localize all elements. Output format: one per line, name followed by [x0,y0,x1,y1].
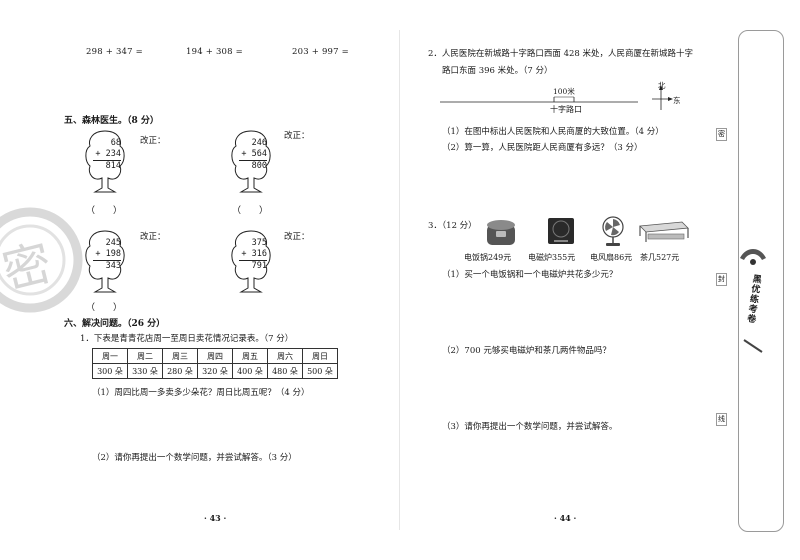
induction-cooker-icon [548,218,574,244]
answer-paren-1: （ ） [86,206,123,216]
q1-sub1: （1）周四比周一多卖多少朵花？周日比周五呢？（4 分） [92,388,310,398]
correct-label-4: 改正： [284,232,310,242]
tree-problem-3: 245 + 198 343 [82,228,128,298]
expr-2: 194 + 308 = [186,47,243,57]
answer-paren-2: （ ） [232,206,269,216]
tree-icon [85,130,125,193]
scale-label: 100米 [553,87,575,96]
binding-spine: 密 封 线 黑优练考卷 [716,30,788,532]
electric-fan-icon [602,216,624,246]
correct-label-1: 改正： [140,136,166,146]
rice-cooker-icon [487,220,515,245]
sum: 791 [251,261,267,271]
tree-problem-4: 375 + 316 791 [228,228,274,298]
flower-sales-table: 周一 周二 周三 周四 周五 周六 周日 300 朵 330 朵 280 朵 3… [92,348,338,379]
table-header-cell: 周四 [197,348,233,364]
price-electric-fan: 电风扇86元 [590,253,633,262]
table-row: 周一 周二 周三 周四 周五 周六 周日 [92,348,338,364]
table-row: 300 朵 330 朵 280 朵 320 朵 400 朵 480 朵 500 … [92,363,338,379]
table-cell: 330 朵 [127,363,163,379]
table-cell: 300 朵 [92,363,128,379]
crossroad-label: 十字路口 [550,105,582,114]
addend-2: + 198 [95,249,121,259]
table-header-cell: 周五 [232,348,268,364]
q1-intro: 1．下表是青青花店周一至周日卖花情况记录表。（7 分） [80,334,294,344]
correct-label-2: 改正： [284,131,310,141]
table-header-cell: 周三 [162,348,198,364]
seal-icon [0,207,83,313]
addend-1: 246 [251,138,267,148]
table-cell: 280 朵 [162,363,198,379]
price-induction-cooker: 电磁炉355元 [528,253,576,262]
tree-icon [85,230,125,293]
q3-heading: 3．（12 分） [428,221,477,231]
expr-3: 203 + 997 = [292,47,349,57]
addend-1: 68 [110,138,121,148]
right-page: 2．人民医院在新城路十字路口西面 428 米处，人民商厦在新城路十字 路口东面 … [400,0,730,560]
q3-sub3: （3）请你再提出一个数学问题，并尝试解答。 [442,422,618,432]
tree-icon [231,230,271,293]
q2-text-line2: 路口东面 396 米处。（7 分） [442,66,553,76]
tree-icon [231,130,271,193]
section6-heading: 六、解决问题。（26 分） [64,319,166,329]
sum: 800 [251,161,267,171]
road-diagram [440,85,673,110]
table-header-cell: 周一 [92,348,128,364]
table-cell: 400 朵 [232,363,268,379]
section5-heading: 五、森林医生。（8 分） [64,116,159,126]
seal-mark-2: 封 [716,273,727,286]
expr-1: 298 + 347 = [86,47,143,57]
left-page: 298 + 347 = 194 + 308 = 203 + 997 = 五、森林… [64,47,349,523]
correct-label-3: 改正： [140,232,166,242]
addend-2: + 316 [241,249,267,259]
addend-1: 375 [251,238,267,248]
q2-text-line1: 2．人民医院在新城路十字路口西面 428 米处，人民商厦在新城路十字 [428,49,694,59]
spine-frame [738,30,784,532]
tree-problem-2: 246 + 564 800 [228,128,274,198]
addend-2: + 234 [95,149,121,159]
answer-paren-3: （ ） [86,303,123,313]
table-header-cell: 周二 [127,348,163,364]
table-cell: 320 朵 [197,363,233,379]
brand-logo: 黑优练考卷 [736,240,770,358]
seal-mark-1: 密 [716,128,727,141]
page-number-right: · 44 · [554,513,577,523]
tea-table-icon [639,221,689,242]
price-tea-table: 茶几527元 [640,253,680,262]
table-cell: 500 朵 [302,363,338,379]
tree-problem-1: 68 + 234 814 [82,128,128,198]
addend-2: + 564 [241,149,267,159]
page-divider [399,30,400,530]
q2-sub1: （1）在图中标出人民医院和人民商厦的大致位置。（4 分） [442,127,664,137]
north-label: 北 [658,81,666,90]
brand-emblem-icon [740,249,766,353]
q2-sub2: （2）算一算，人民医院距人民商厦有多远？（3 分） [442,143,643,153]
price-rice-cooker: 电饭锅249元 [464,253,512,262]
addend-1: 245 [105,238,121,248]
sum: 814 [105,161,121,171]
east-label: 东 [673,96,681,105]
sum: 343 [105,261,121,271]
page-number-left: · 43 · [204,513,227,523]
seal-mark-3: 线 [716,413,727,426]
stamp-watermark: 密 [0,200,90,320]
q3-sub2: （2）700 元够买电磁炉和茶几两件物品吗？ [442,346,611,356]
q1-sub2: （2）请你再提出一个数学问题，并尝试解答。（3 分） [92,453,297,463]
table-header-cell: 周日 [302,348,338,364]
q3-sub1: （1）买一个电饭锅和一个电磁炉共花多少元？ [442,270,618,280]
table-cell: 480 朵 [267,363,303,379]
table-header-cell: 周六 [267,348,303,364]
